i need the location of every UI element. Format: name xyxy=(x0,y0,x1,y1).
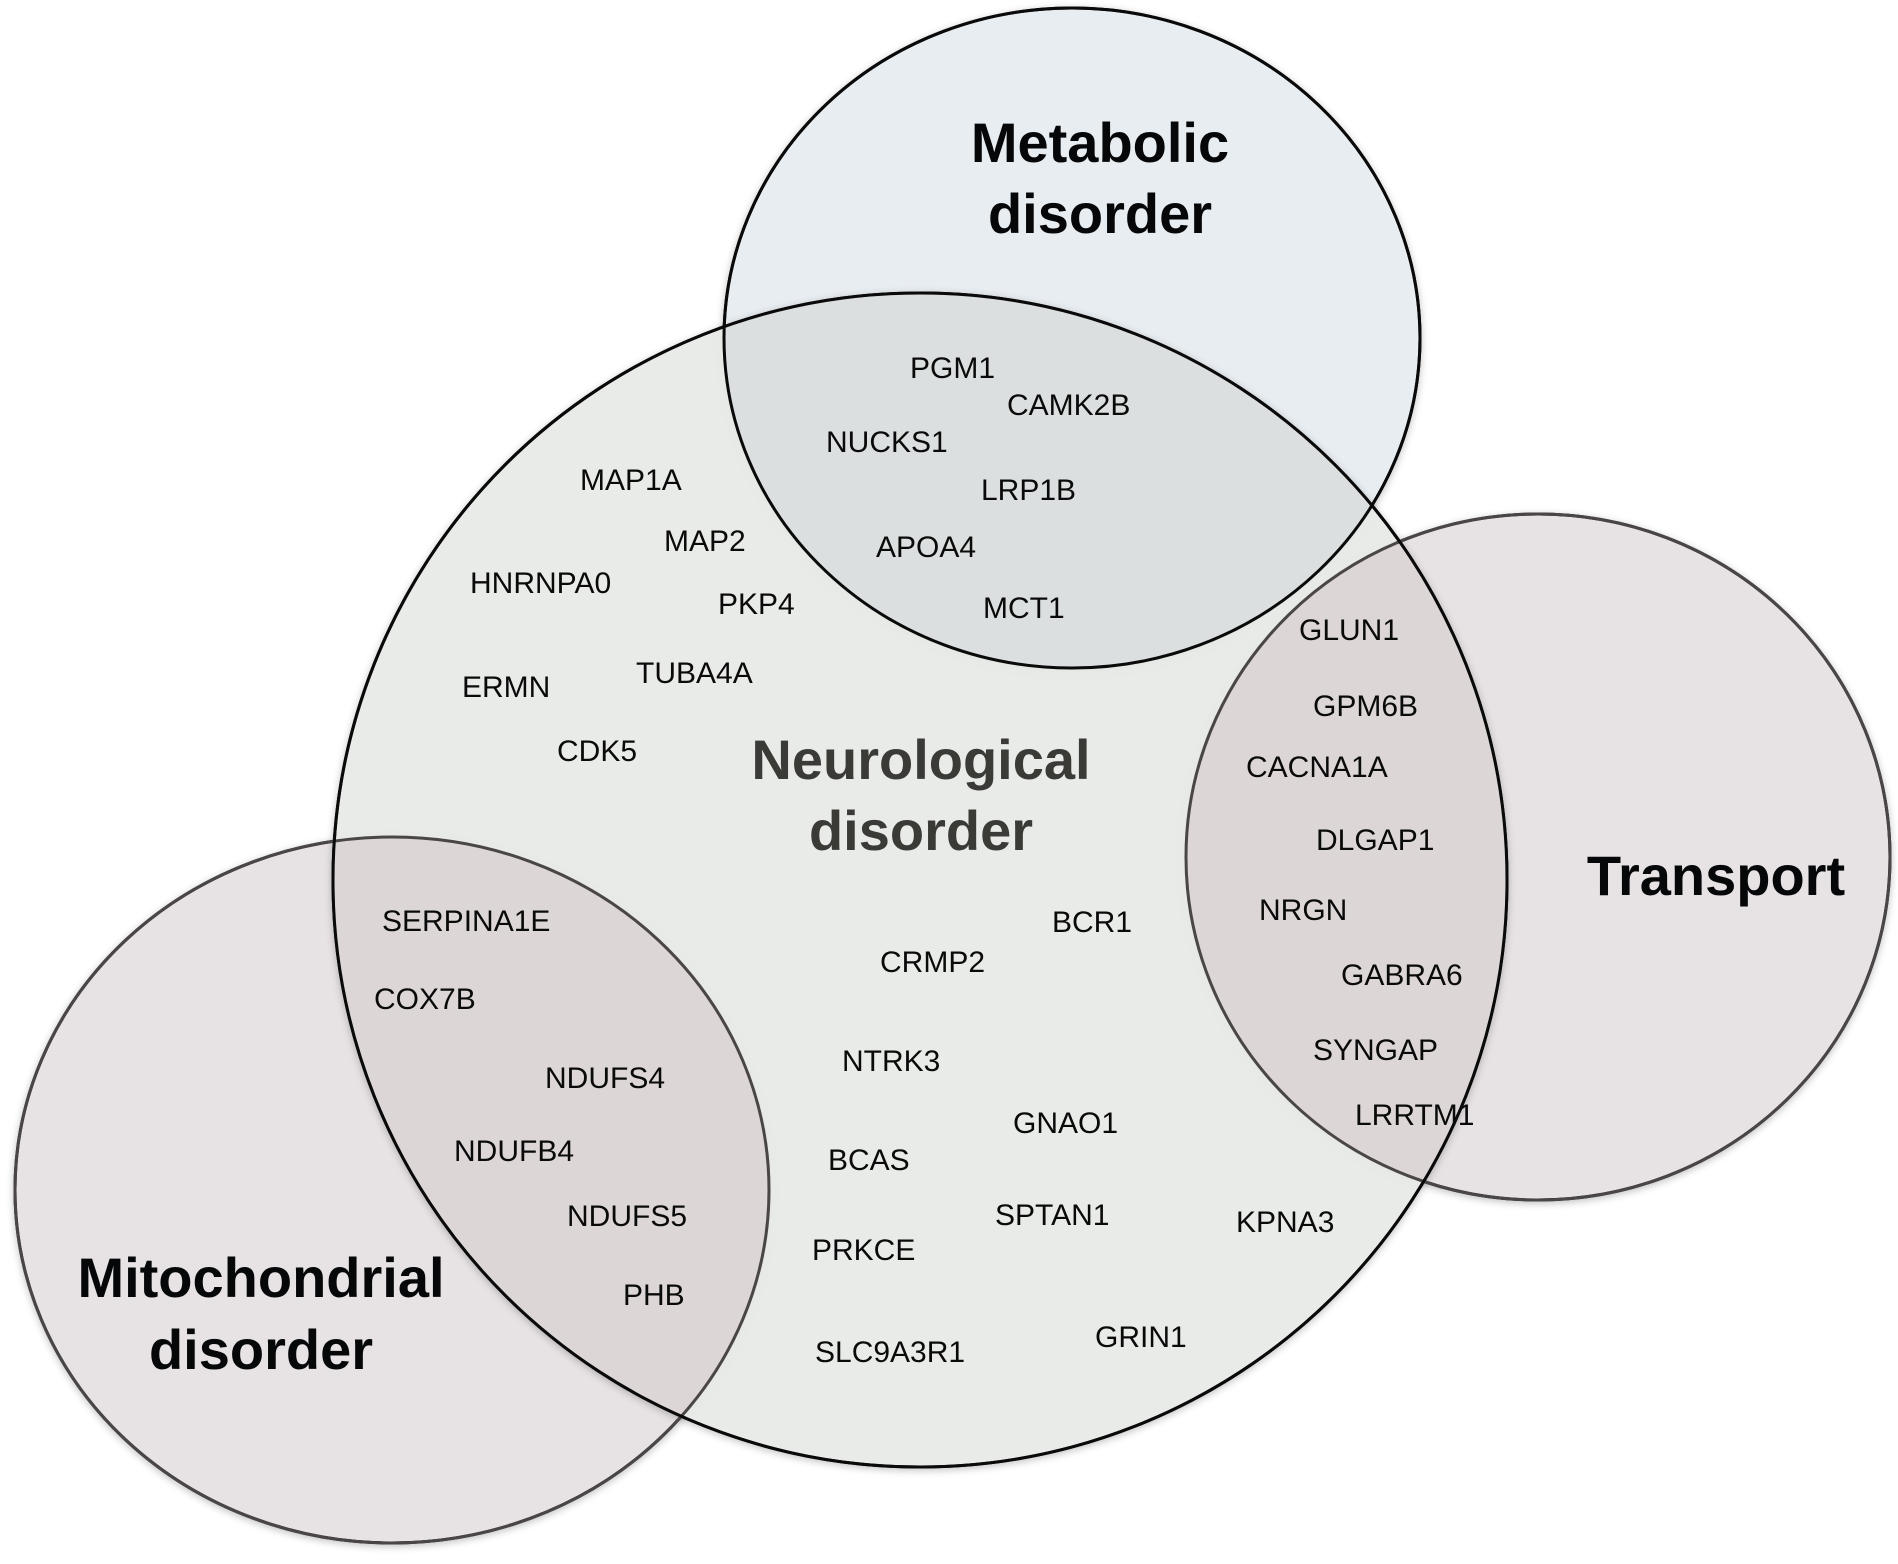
outline-mitochondrial xyxy=(13,835,771,1545)
set-label-line: Neurological xyxy=(751,728,1090,791)
gene-label: NRGN xyxy=(1259,894,1347,927)
gene-label: CDK5 xyxy=(557,735,637,768)
gene-label: NDUFS5 xyxy=(567,1200,687,1233)
gene-label: SYNGAP xyxy=(1313,1034,1438,1067)
gene-label: BCAS xyxy=(828,1144,910,1177)
set-label-metabolic: Metabolic disorder xyxy=(971,111,1229,245)
outline-transport xyxy=(1184,512,1892,1202)
set-label-line: disorder xyxy=(149,1318,373,1381)
gene-label: GRIN1 xyxy=(1095,1321,1187,1354)
gene-label: HNRNPA0 xyxy=(470,567,611,600)
set-label-line: disorder xyxy=(809,799,1033,862)
gene-label: SPTAN1 xyxy=(995,1199,1109,1232)
set-label-neurological: Neurological disorder xyxy=(751,728,1090,862)
outline-neurological xyxy=(331,291,1509,1469)
gene-label: APOA4 xyxy=(876,531,976,564)
gene-label: CAMK2B xyxy=(1007,389,1130,422)
gene-label: LRRTM1 xyxy=(1355,1099,1474,1132)
gene-label: PKP4 xyxy=(718,588,795,621)
gene-label: LRP1B xyxy=(981,474,1076,507)
gene-label: CRMP2 xyxy=(880,946,985,979)
region-neurological-transport: GLUN1 GPM6B CACNA1A DLGAP1 NRGN GABRA6 S… xyxy=(1246,614,1474,1132)
set-label-transport: Transport xyxy=(1587,844,1845,907)
gene-label: ERMN xyxy=(462,671,550,704)
set-label-line: disorder xyxy=(988,182,1212,245)
outline-metabolic xyxy=(722,6,1422,670)
gene-label: MAP1A xyxy=(580,464,682,497)
overlap-neuro-metabolic xyxy=(724,293,1420,668)
gene-label: GLUN1 xyxy=(1299,614,1399,647)
gene-label: MAP2 xyxy=(664,525,746,558)
gene-label: PHB xyxy=(623,1279,685,1312)
gene-label: COX7B xyxy=(374,983,476,1016)
gene-label: PRKCE xyxy=(812,1234,915,1267)
gene-label: NDUFS4 xyxy=(545,1062,665,1095)
gene-label: GABRA6 xyxy=(1341,959,1463,992)
region-neurological-mitochondrial: SERPINA1E COX7B NDUFS4 NDUFB4 NDUFS5 PHB xyxy=(374,905,687,1312)
gene-label: PGM1 xyxy=(910,352,995,385)
set-label-mitochondrial: Mitochondrial disorder xyxy=(77,1246,444,1381)
gene-label: NUCKS1 xyxy=(826,426,948,459)
set-label-line: Mitochondrial xyxy=(77,1246,444,1309)
gene-label: GNAO1 xyxy=(1013,1107,1118,1140)
gene-label: SERPINA1E xyxy=(382,905,550,938)
region-neurological-metabolic: PGM1 CAMK2B NUCKS1 LRP1B APOA4 MCT1 xyxy=(826,352,1130,625)
gene-label: NTRK3 xyxy=(842,1045,940,1078)
gene-label: TUBA4A xyxy=(636,657,753,690)
region-neurological-only: MAP1A MAP2 HNRNPA0 PKP4 ERMN TUBA4A CDK5… xyxy=(462,464,1334,1369)
gene-label: CACNA1A xyxy=(1246,751,1388,784)
gene-label: BCR1 xyxy=(1052,906,1132,939)
set-label-line: Transport xyxy=(1587,844,1845,907)
gene-label: NDUFB4 xyxy=(454,1135,574,1168)
overlap-neuro-transport xyxy=(1186,514,1507,1200)
gene-label: GPM6B xyxy=(1313,690,1418,723)
set-label-line: Metabolic xyxy=(971,111,1229,174)
gene-label: DLGAP1 xyxy=(1316,824,1434,857)
gene-label: MCT1 xyxy=(983,592,1065,625)
gene-label: KPNA3 xyxy=(1236,1206,1334,1239)
gene-label: SLC9A3R1 xyxy=(815,1336,965,1369)
